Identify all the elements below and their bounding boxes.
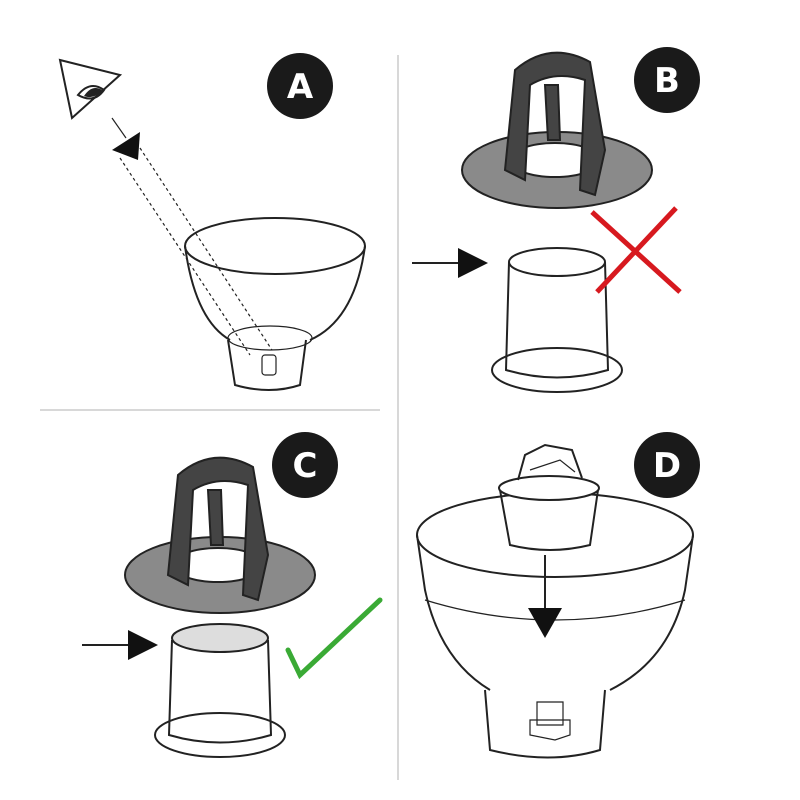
badge-c-label: C	[293, 446, 318, 486]
badge-d-label: D	[653, 446, 681, 486]
panel-d: D	[416, 432, 700, 759]
jug-reservoir	[416, 492, 694, 759]
filter-adapter-seated	[124, 456, 316, 614]
badge-b: B	[634, 47, 700, 113]
cross-icon	[590, 206, 682, 294]
arrow-down-icon	[528, 608, 562, 638]
arrow-down-right-icon	[112, 132, 140, 160]
arrow-right-icon	[458, 248, 488, 278]
filter-cartridge	[498, 443, 600, 551]
checkmark-icon	[285, 597, 383, 680]
badge-c: C	[272, 432, 338, 498]
eye-icon	[58, 58, 123, 120]
panel-c: C	[82, 432, 383, 758]
badge-a-label: A	[287, 67, 314, 107]
panel-a: A	[58, 53, 366, 391]
badge-a: A	[267, 53, 333, 119]
arrow-right-icon	[128, 630, 158, 660]
badge-b-label: B	[654, 61, 680, 101]
cylinder-base	[154, 623, 286, 758]
filter-adapter	[461, 51, 653, 209]
panel-b: B	[412, 47, 700, 393]
cylinder-base	[491, 247, 623, 393]
funnel-illustration	[184, 217, 366, 391]
badge-d: D	[634, 432, 700, 498]
